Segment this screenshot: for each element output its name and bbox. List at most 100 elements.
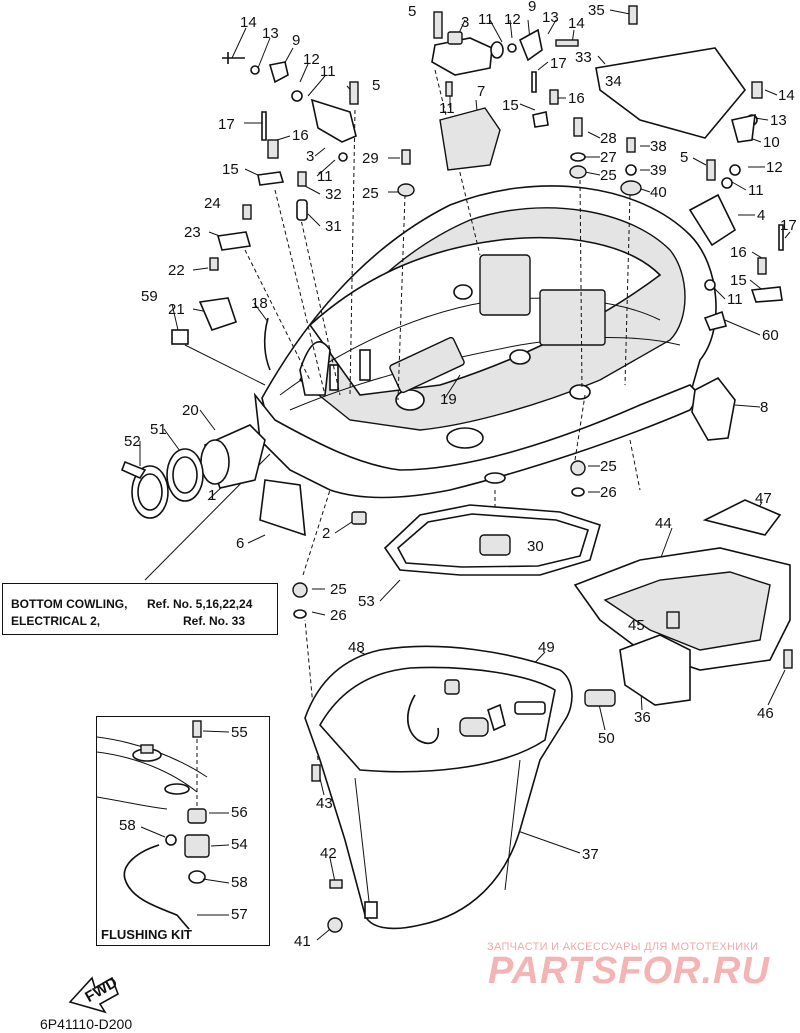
callout: 11 xyxy=(727,291,743,308)
callout: 11 xyxy=(439,100,455,117)
lower-cover xyxy=(304,645,616,933)
note-bottom-cowling-label: BOTTOM COWLING, xyxy=(11,597,128,611)
callout: 17 xyxy=(780,217,797,234)
callout: 14 xyxy=(568,15,585,32)
callout: 24 xyxy=(204,195,221,212)
watermark-caption: ЗАПЧАСТИ И АКСЕССУАРЫ ДЛЯ МОТОТЕХНИКИ xyxy=(487,941,759,953)
callout: 2 xyxy=(322,525,330,542)
callout: 44 xyxy=(655,515,672,532)
callout: 20 xyxy=(182,402,199,419)
callout: 39 xyxy=(650,162,667,179)
callout: 19 xyxy=(440,391,457,408)
callout: 12 xyxy=(303,51,320,68)
callout: 32 xyxy=(325,186,342,203)
flushing-kit-drawing: 55 56 58 54 58 57 xyxy=(97,720,248,930)
callout: 50 xyxy=(598,730,615,747)
callout: 31 xyxy=(325,218,342,235)
callout: 8 xyxy=(760,399,768,416)
callout: 11 xyxy=(748,182,764,199)
callout: 17 xyxy=(218,116,235,133)
callout: 51 xyxy=(150,421,167,438)
callout: 16 xyxy=(568,90,585,107)
callout: 12 xyxy=(766,159,783,176)
callout: 58 xyxy=(119,817,136,834)
callout: 6 xyxy=(236,535,244,552)
upper-right-parts xyxy=(688,81,784,441)
callout: 17 xyxy=(550,55,567,72)
callout: 11 xyxy=(478,11,494,28)
callout: 46 xyxy=(757,705,774,722)
callout: 43 xyxy=(316,795,333,812)
callout: 54 xyxy=(231,836,248,853)
callout: 14 xyxy=(778,87,795,104)
callout: 49 xyxy=(538,639,555,656)
callout: 7 xyxy=(477,83,485,100)
callout: 12 xyxy=(504,11,521,28)
upper-left-parts xyxy=(171,52,359,371)
callout: 26 xyxy=(330,607,347,624)
callout: 1 xyxy=(208,487,216,504)
callout: 33 xyxy=(575,49,592,66)
callout: 9 xyxy=(292,32,300,49)
callout: 53 xyxy=(358,593,375,610)
callout: 34 xyxy=(605,73,622,90)
callout: 25 xyxy=(600,167,617,184)
callout: 42 xyxy=(320,845,337,862)
gasket xyxy=(383,504,601,576)
drawing-number: 6P41110-D200 xyxy=(40,1016,133,1032)
callout: 13 xyxy=(542,9,559,26)
callout: 15 xyxy=(730,272,747,289)
callout: 30 xyxy=(527,538,544,555)
callout: 5 xyxy=(372,77,380,94)
callout: 58 xyxy=(231,874,248,891)
flushing-kit-title: FLUSHING KIT xyxy=(101,927,192,942)
callout: 45 xyxy=(628,617,645,634)
grommet-and-clamp xyxy=(120,424,367,537)
callout: 35 xyxy=(588,2,605,19)
callout: 5 xyxy=(408,3,416,20)
callout: 23 xyxy=(184,224,201,241)
callout: 40 xyxy=(650,184,667,201)
note-electrical-ref: Ref. No. 33 xyxy=(183,614,246,628)
callout: 59 xyxy=(141,288,158,305)
callout: 18 xyxy=(251,295,268,312)
callout: 41 xyxy=(294,933,311,950)
callout: 4 xyxy=(757,207,765,224)
callout: 55 xyxy=(231,724,248,741)
callout: 25 xyxy=(600,458,617,475)
callout: 60 xyxy=(762,327,779,344)
bottom-cowling xyxy=(253,185,717,499)
callout: 36 xyxy=(634,709,651,726)
upper-center-parts xyxy=(397,5,747,197)
callout: 25 xyxy=(330,581,347,598)
callout: 28 xyxy=(600,130,617,147)
callout: 13 xyxy=(262,25,279,42)
callout: 47 xyxy=(755,490,772,507)
callout: 11 xyxy=(320,63,336,80)
callout: 56 xyxy=(231,804,248,821)
callout: 27 xyxy=(600,149,617,166)
reference-note: BOTTOM COWLING, Ref. No. 5,16,22,24 ELEC… xyxy=(2,583,278,635)
fwd-arrow: FWD xyxy=(68,974,121,1014)
callout: 21 xyxy=(168,301,185,318)
flushing-kit-inset: 55 56 58 54 58 57 FLUSHING KIT xyxy=(96,716,270,946)
callout: 22 xyxy=(168,262,185,279)
callout: 3 xyxy=(461,14,469,31)
callout: 15 xyxy=(502,97,519,114)
callout: 25 xyxy=(362,185,379,202)
callout: 37 xyxy=(582,846,599,863)
mount-bracket xyxy=(573,499,793,706)
callout: 38 xyxy=(650,138,667,155)
watermark-logo: PARTSFOR.RU xyxy=(488,950,770,992)
callout: 16 xyxy=(730,244,747,261)
callout: 10 xyxy=(763,134,780,151)
note-bottom-cowling-ref: Ref. No. 5,16,22,24 xyxy=(147,597,253,611)
callout: 9 xyxy=(528,0,536,15)
callout: 11 xyxy=(317,168,333,185)
callout: 15 xyxy=(222,161,239,178)
grommets xyxy=(292,460,586,619)
callout: 5 xyxy=(680,149,688,166)
callout-labels: 14 13 9 12 11 5 17 16 3 11 15 32 31 24 2… xyxy=(124,0,797,950)
callout: 52 xyxy=(124,433,141,450)
